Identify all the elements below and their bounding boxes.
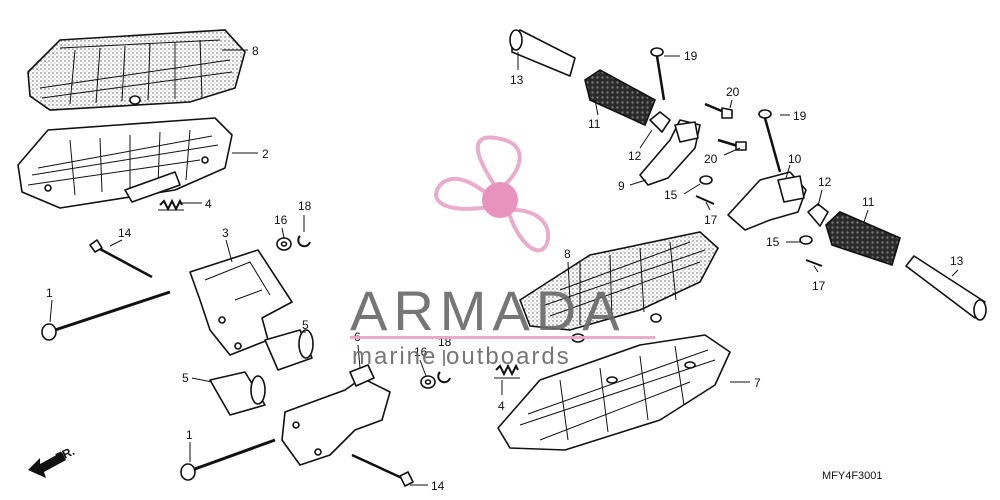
callout-19-lower: 19 <box>793 109 807 123</box>
spacer-5-lower <box>209 371 266 416</box>
callout-11-upper: 11 <box>588 117 601 131</box>
bolt-19-lower <box>758 109 782 173</box>
footboard-base-right <box>497 334 731 451</box>
callout-17-upper: 17 <box>704 213 718 227</box>
watermark-brand: ARMADA <box>350 279 626 342</box>
washer-15-upper <box>699 175 713 185</box>
footboard-base-left <box>17 117 233 209</box>
callout-14-lower: 14 <box>431 479 445 493</box>
bracket-9 <box>639 119 701 186</box>
callout-18-upper: 18 <box>298 199 312 213</box>
callout-3: 3 <box>222 226 229 240</box>
callout-15-upper: 15 <box>664 188 678 202</box>
callout-19-upper: 19 <box>684 49 698 63</box>
washer-12-lower <box>807 203 829 227</box>
propeller-logo-icon <box>434 135 551 253</box>
bolt-20-lower <box>717 138 747 151</box>
grip-11-upper <box>584 69 657 127</box>
callout-10: 10 <box>788 152 802 166</box>
callout-1-lower: 1 <box>186 428 193 442</box>
callout-12-upper: 12 <box>628 149 642 163</box>
washer-15-lower <box>799 235 813 245</box>
callout-14-upper: 14 <box>118 226 132 240</box>
peg-13-lower <box>905 255 987 321</box>
footboard-rubber-right <box>519 231 720 343</box>
pin-1-lower <box>180 438 276 481</box>
bracket-6 <box>281 364 391 466</box>
callout-11-lower: 11 <box>862 195 875 209</box>
clip-18-upper <box>297 235 311 248</box>
watermark-tagline: marine outboards <box>352 343 571 370</box>
callout-8-right: 8 <box>564 247 571 261</box>
callout-5-lower: 5 <box>182 371 189 385</box>
callout-15-lower: 15 <box>766 235 780 249</box>
figure-code: MFY4F3001 <box>822 470 883 482</box>
cotter-17-upper <box>695 195 715 205</box>
watermark-rule <box>350 336 655 339</box>
bolt-20-upper <box>704 102 733 119</box>
bolt-19-upper <box>650 47 666 101</box>
callout-17-lower: 17 <box>812 279 826 293</box>
pin-1-left <box>41 290 171 341</box>
callout-16-upper: 16 <box>274 213 288 227</box>
callout-labels: 8 2 4 14 3 16 18 1 5 5 6 16 18 1 14 4 8 … <box>46 44 964 493</box>
callout-13-lower: 13 <box>950 254 964 268</box>
callout-20-upper: 20 <box>726 85 740 99</box>
spacer-5-upper <box>264 329 314 371</box>
cotter-17-lower <box>805 259 823 267</box>
armada-watermark: ARMADA marine outboards <box>350 135 655 370</box>
footboard-rubber-left <box>27 29 246 111</box>
spring-right <box>494 363 520 379</box>
callout-1-upper: 1 <box>46 286 53 300</box>
callout-12-lower: 12 <box>818 175 832 189</box>
bracket-10 <box>727 171 807 231</box>
callout-7: 7 <box>754 376 761 390</box>
callout-16-lower: 16 <box>414 345 428 359</box>
leader-lines <box>49 49 959 486</box>
front-label: FR. <box>53 444 76 465</box>
bolt-14-lower <box>351 453 414 487</box>
callout-9: 9 <box>618 179 625 193</box>
washer-16-lower <box>420 375 436 389</box>
grip-11-lower <box>825 211 901 267</box>
front-direction-indicator: FR. <box>28 444 77 478</box>
peg-13-upper <box>509 29 576 77</box>
callout-5-upper: 5 <box>302 318 309 332</box>
washer-16-upper <box>276 237 292 251</box>
callout-20-lower: 20 <box>704 152 718 166</box>
bolt-14-left <box>89 239 153 279</box>
callout-8-left: 8 <box>252 44 259 58</box>
callout-13-upper: 13 <box>510 73 524 87</box>
washer-12-upper <box>649 111 671 133</box>
spring-left <box>158 198 184 212</box>
clip-18-lower <box>437 371 451 384</box>
callout-2: 2 <box>262 147 269 161</box>
front-arrow-icon <box>28 452 66 478</box>
callout-4-right: 4 <box>498 399 505 413</box>
callout-4-left: 4 <box>205 197 212 211</box>
